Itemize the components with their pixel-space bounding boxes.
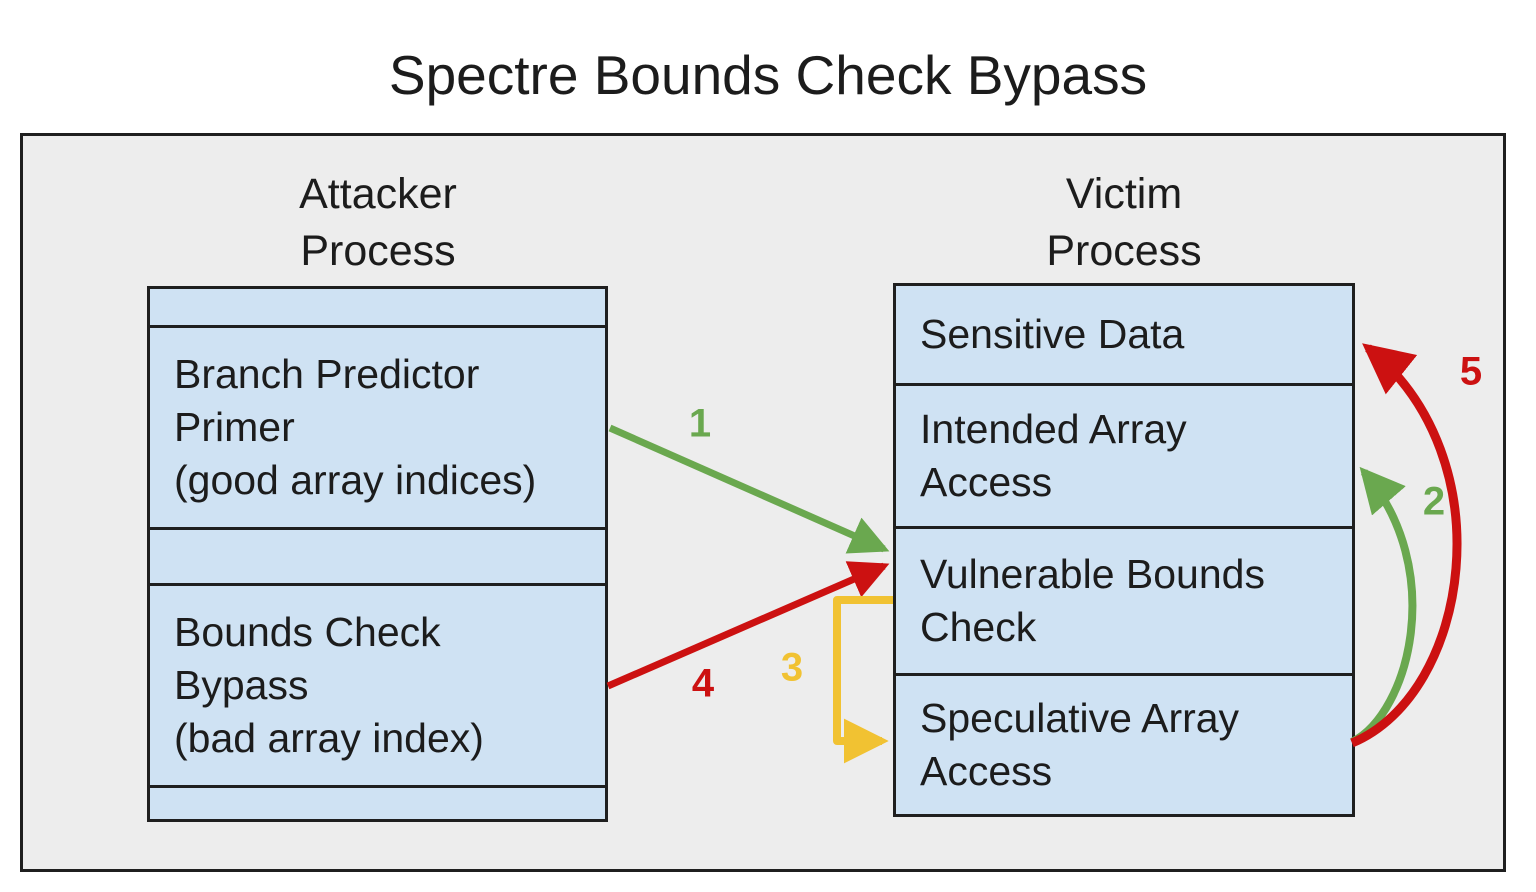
victim-process-heading: Victim Process xyxy=(1046,170,1202,276)
arrow-label-4: 4 xyxy=(691,661,715,706)
attacker-process-box: Branch Predictor Primer (good array indi… xyxy=(147,286,608,822)
diagram-title: Spectre Bounds Check Bypass xyxy=(388,44,1148,106)
bounds-check-bypass-cell: Bounds Check Bypass (bad array index) xyxy=(150,586,605,788)
branch-predictor-primer-cell: Branch Predictor Primer (good array indi… xyxy=(150,328,605,530)
attacker-spacer-top-cell xyxy=(150,289,605,328)
attacker-spacer-bottom-cell xyxy=(150,788,605,819)
attacker-process-heading: Attacker Process xyxy=(299,170,457,276)
arrow-label-5: 5 xyxy=(1459,349,1483,394)
sensitive-data-cell: Sensitive Data xyxy=(896,286,1352,386)
speculative-array-access-cell: Speculative Array Access xyxy=(920,694,1240,794)
victim-process-box: Sensitive Data Intended Array Access Vul… xyxy=(893,283,1355,817)
arrow-label-1: 1 xyxy=(688,401,712,446)
arrow-label-2: 2 xyxy=(1422,479,1446,524)
intended-array-access-cell: Intended Array Access xyxy=(896,386,1352,529)
arrow-label-3: 3 xyxy=(780,645,804,690)
vulnerable-bounds-check-cell: Vulnerable Bounds Check xyxy=(896,529,1352,676)
attacker-spacer-middle-cell xyxy=(150,530,605,586)
